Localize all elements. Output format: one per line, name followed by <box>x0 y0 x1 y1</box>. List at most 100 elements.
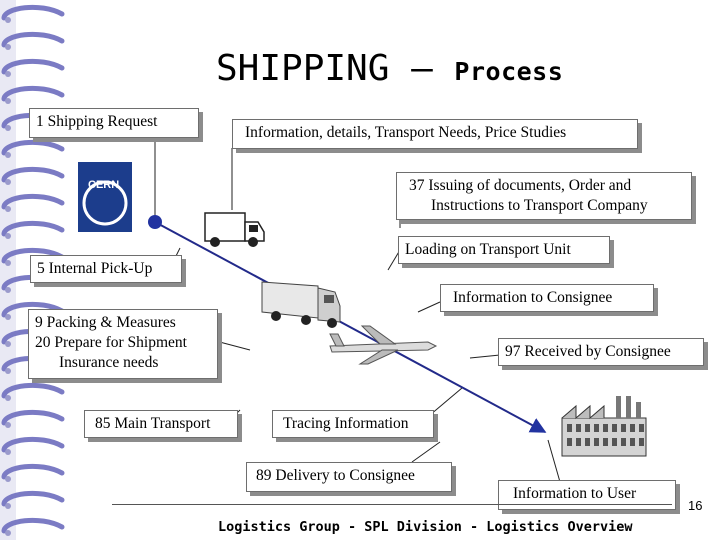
title-sub: Process <box>454 57 564 86</box>
tracing-label: Tracing Information <box>283 415 409 432</box>
binding-coil <box>1 166 65 183</box>
factory-icon <box>561 396 647 457</box>
binding-hole <box>5 98 11 104</box>
loading-box: Loading on Transport Unit <box>398 236 610 264</box>
shipping-request-box: 1 Shipping Request <box>29 108 199 138</box>
flow-start-dot <box>148 215 162 229</box>
packing-line1: 9 Packing & Measures <box>35 314 176 331</box>
connector-line <box>417 301 441 313</box>
internal-pickup-label: 5 Internal Pick-Up <box>37 260 153 277</box>
factory-window <box>576 424 581 432</box>
spiral-binding-icon <box>0 0 65 540</box>
delivery-label: 89 Delivery to Consignee <box>256 467 415 484</box>
internal-pickup-box: 5 Internal Pick-Up <box>30 255 182 283</box>
factory-window <box>585 424 590 432</box>
cern-logo-text: CERN <box>88 179 119 191</box>
packing-line2: 20 Prepare for Shipment <box>35 334 187 351</box>
binding-hole <box>5 206 11 212</box>
factory-window <box>594 438 599 446</box>
packing-line3: Insurance needs <box>59 354 159 371</box>
factory-window <box>639 438 644 446</box>
tracing-box: Tracing Information <box>272 410 434 438</box>
factory-window <box>567 424 572 432</box>
info-consignee-label: Information to Consignee <box>453 289 613 306</box>
factory-window <box>630 438 635 446</box>
factory-window <box>576 438 581 446</box>
binding-coil <box>1 247 65 264</box>
connector-line <box>547 439 561 483</box>
information-details-label: Information, details, Transport Needs, P… <box>245 124 567 141</box>
factory-window <box>603 424 608 432</box>
binding-coil <box>1 139 65 156</box>
issuing-documents-box: 37 Issuing of documents, Order and Instr… <box>396 172 692 220</box>
connector-line <box>429 387 463 416</box>
binding-hole <box>5 422 11 428</box>
binding-coil <box>1 31 65 48</box>
binding-hole <box>5 368 11 374</box>
info-consignee-box: Information to Consignee <box>440 284 654 312</box>
binding-coil <box>1 85 65 102</box>
factory-window <box>639 424 644 432</box>
binding-hole <box>5 17 11 23</box>
page-title: SHIPPING – Process <box>216 48 563 89</box>
received-box: 97 Received by Consignee <box>498 338 704 366</box>
truck-icon <box>261 281 341 328</box>
binding-hole <box>5 341 11 347</box>
factory-window <box>567 438 572 446</box>
binding-coil <box>1 301 65 318</box>
cern-logo-icon: CERN <box>78 162 132 232</box>
binding-hole <box>5 314 11 320</box>
binding-coil <box>1 490 65 507</box>
info-user-box: Information to User <box>498 480 676 510</box>
factory-window <box>585 438 590 446</box>
binding-hole <box>5 44 11 50</box>
binding-hole <box>5 287 11 293</box>
title-main: SHIPPING – <box>216 48 455 89</box>
airplane-icon <box>329 325 438 365</box>
main-transport-box: 85 Main Transport <box>84 410 238 438</box>
binding-hole <box>5 476 11 482</box>
binding-coil <box>1 463 65 480</box>
info-user-label: Information to User <box>513 485 637 502</box>
binding-hole <box>5 503 11 509</box>
factory-window <box>612 424 617 432</box>
factory-window <box>621 438 626 446</box>
binding-hole <box>5 71 11 77</box>
binding-hole <box>5 233 11 239</box>
binding-hole <box>5 179 11 185</box>
issuing-documents-line1: 37 Issuing of documents, Order and <box>409 177 632 194</box>
main-transport-label: 85 Main Transport <box>95 415 211 432</box>
footer-rule <box>112 504 672 505</box>
factory-window <box>621 424 626 432</box>
connector-line <box>211 339 251 351</box>
connector-line <box>469 354 501 359</box>
binding-hole <box>5 260 11 266</box>
binding-coil <box>1 193 65 210</box>
binding-coil <box>1 4 65 21</box>
packing-box: 9 Packing & Measures 20 Prepare for Ship… <box>28 309 218 379</box>
footer-text: Logistics Group - SPL Division - Logisti… <box>218 519 633 535</box>
binding-coil <box>1 382 65 399</box>
binding-hole <box>5 449 11 455</box>
received-label: 97 Received by Consignee <box>505 343 671 360</box>
delivery-box: 89 Delivery to Consignee <box>246 462 452 492</box>
shipping-request-label: 1 Shipping Request <box>36 113 158 130</box>
binding-hole <box>5 395 11 401</box>
factory-window <box>594 424 599 432</box>
binding-hole <box>5 152 11 158</box>
binding-hole <box>5 125 11 131</box>
information-details-box: Information, details, Transport Needs, P… <box>232 119 638 149</box>
page-number: 16 <box>688 498 703 513</box>
binding-hole <box>5 530 11 536</box>
binding-coil <box>1 409 65 426</box>
factory-window <box>603 438 608 446</box>
flow-arrow <box>154 221 547 433</box>
factory-window <box>630 424 635 432</box>
binding-coil <box>1 436 65 453</box>
connector-line <box>411 441 441 463</box>
factory-window <box>612 438 617 446</box>
binding-coil <box>1 220 65 237</box>
loading-label: Loading on Transport Unit <box>405 241 571 258</box>
binding-coil <box>1 58 65 75</box>
